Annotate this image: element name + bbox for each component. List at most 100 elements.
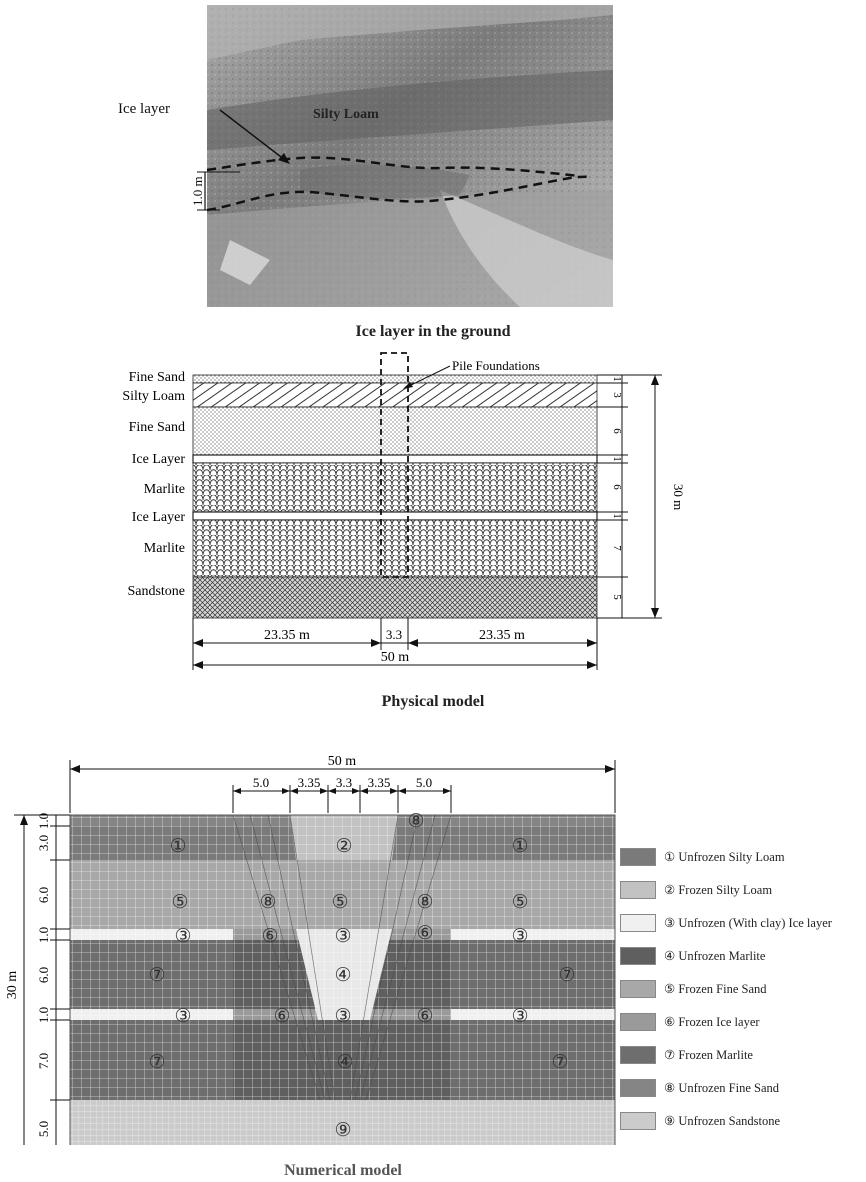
ice-layer-lower-boundary [206,175,591,212]
legend-swatch-4 [620,947,656,965]
ice-layer-photo-panel: 1.0 m Ice layer Silty Loam [118,5,613,307]
mesh-regions [69,814,616,1145]
marker-3-left-1: ③ [174,926,191,947]
marker-4-1: ④ [334,965,351,986]
marker-3-left-2: ③ [174,1006,191,1027]
left-depth-label: 30 m [5,971,20,1000]
pile-label: Pile Foundations [452,358,540,373]
layer-fine-sand-top [192,374,598,384]
region-markers: ① ① ② ⑧ ⑤ ⑧ ⑤ ⑧ ⑤ ③ ⑥ ③ ⑥ ③ ⑦ ④ ⑦ ③ ⑥ ③ … [148,811,575,1141]
layer-silty-loam [192,382,598,408]
thickness-7: 7 [611,545,623,551]
legend-item-5: ⑤ Frozen Fine Sand [620,979,767,999]
pile-label-pointer [406,365,451,388]
left-dim-4: 1.0 [36,927,51,943]
marker-8-left: ⑧ [259,892,276,913]
marker-5-center: ⑤ [331,892,348,913]
legend-item-3: ③ Unfrozen (With clay) Ice layer [620,913,832,933]
marker-1-left: ① [169,836,186,857]
marker-7-right-1: ⑦ [558,965,575,986]
marker-6-right-1: ⑥ [416,923,433,944]
marker-9: ⑨ [334,1120,351,1141]
layer-marlite-2 [192,519,598,578]
legend-item-7: ⑦ Frozen Marlite [620,1045,753,1065]
layer-sandstone [192,576,598,619]
legend-label-9: ⑨ Unfrozen Sandstone [664,1114,781,1128]
marker-3-center-1: ③ [334,926,351,947]
marker-7-left-1: ⑦ [148,965,165,986]
marker-3-right-2: ③ [511,1006,528,1027]
legend-label-6: ⑥ Frozen Ice layer [664,1015,760,1029]
total-depth-label: 30 m [671,484,686,510]
top-dim-4: 3.35 [368,775,391,790]
legend-label-5: ⑤ Frozen Fine Sand [664,982,767,996]
legend-swatch-5 [620,980,656,998]
left-dim-6: 1.0 [36,1007,51,1023]
thickness-label: 1.0 m [190,176,205,206]
marker-3-center-2: ③ [334,1006,351,1027]
left-dim-1: 1.0 [36,813,51,829]
legend-label-1: ① Unfrozen Silty Loam [664,850,785,864]
marker-7-right-2: ⑦ [551,1052,568,1073]
marker-1-right: ① [511,836,528,857]
dim-left: 23.35 m [264,628,310,643]
top-dimension-lines [69,760,616,813]
strata [192,374,598,619]
legend-item-6: ⑥ Frozen Ice layer [620,1012,760,1032]
legend-swatch-1 [620,848,656,866]
photo-caption: Ice layer in the ground [355,323,511,340]
silty-loam-label: Silty Loam [313,107,379,122]
total-depth-dim [628,374,662,619]
legend-item-2: ② Frozen Silty Loam [620,880,772,900]
thickness-2: 3 [611,392,623,398]
dim-right: 23.35 m [479,628,525,643]
marker-5-right: ⑤ [511,892,528,913]
layer-fine-sand [192,406,598,456]
physical-caption: Physical model [381,693,485,710]
legend-swatch-7 [620,1046,656,1064]
top-dim-2: 3.35 [298,775,321,790]
thickness-3: 6 [611,428,623,434]
ice-layer-pointer [219,109,286,161]
left-dim-2: 3.0 [36,835,51,851]
ground-photo [207,5,613,307]
legend-swatch-8 [620,1079,656,1097]
legend-item-4: ④ Unfrozen Marlite [620,946,765,966]
thickness-4: 1 [611,456,623,462]
dim-total: 50 m [381,650,410,665]
marker-3-right-1: ③ [511,926,528,947]
marker-5-left: ⑤ [171,892,188,913]
legend-swatch-6 [620,1013,656,1031]
ice-label: Ice layer [118,101,170,117]
layer-label-3: Fine Sand [129,420,185,435]
left-dim-7: 7.0 [36,1053,51,1069]
layer-label-5: Marlite [144,482,185,497]
left-dim-5: 6.0 [36,967,51,983]
layer-label-7: Marlite [144,541,185,556]
physical-model: Pile Foundations Fine Sand Silty Loam Fi… [122,352,686,670]
top-dim-1: 5.0 [253,775,269,790]
top-dim-5: 5.0 [416,775,432,790]
marker-2: ② [335,836,352,857]
layer-label-2: Silty Loam [122,389,185,404]
layer-label-6: Ice Layer [132,510,186,525]
marker-6-left-2: ⑥ [273,1006,290,1027]
thickness-6: 1 [611,513,623,519]
legend-item-9: ⑨ Unfrozen Sandstone [620,1111,780,1131]
marker-4-2: ④ [336,1052,353,1073]
layer-label-8: Sandstone [127,584,185,599]
layer-marlite-1 [192,462,598,513]
legend-label-7: ⑦ Frozen Marlite [664,1048,753,1062]
legend-swatch-3 [620,914,656,932]
numerical-caption: Numerical model [284,1162,402,1179]
layer-label-1: Fine Sand [129,370,185,385]
layer-ice-1 [192,454,598,464]
legend-label-4: ④ Unfrozen Marlite [664,949,766,963]
pile-foundation [380,352,409,578]
legend-swatch-9 [620,1112,656,1130]
marker-7-left-2: ⑦ [148,1052,165,1073]
layer-ice-2 [192,511,598,521]
legend-item-1: ① Unfrozen Silty Loam [620,847,785,867]
top-dim-3: 3.3 [336,775,352,790]
marker-6-right-2: ⑥ [416,1006,433,1027]
